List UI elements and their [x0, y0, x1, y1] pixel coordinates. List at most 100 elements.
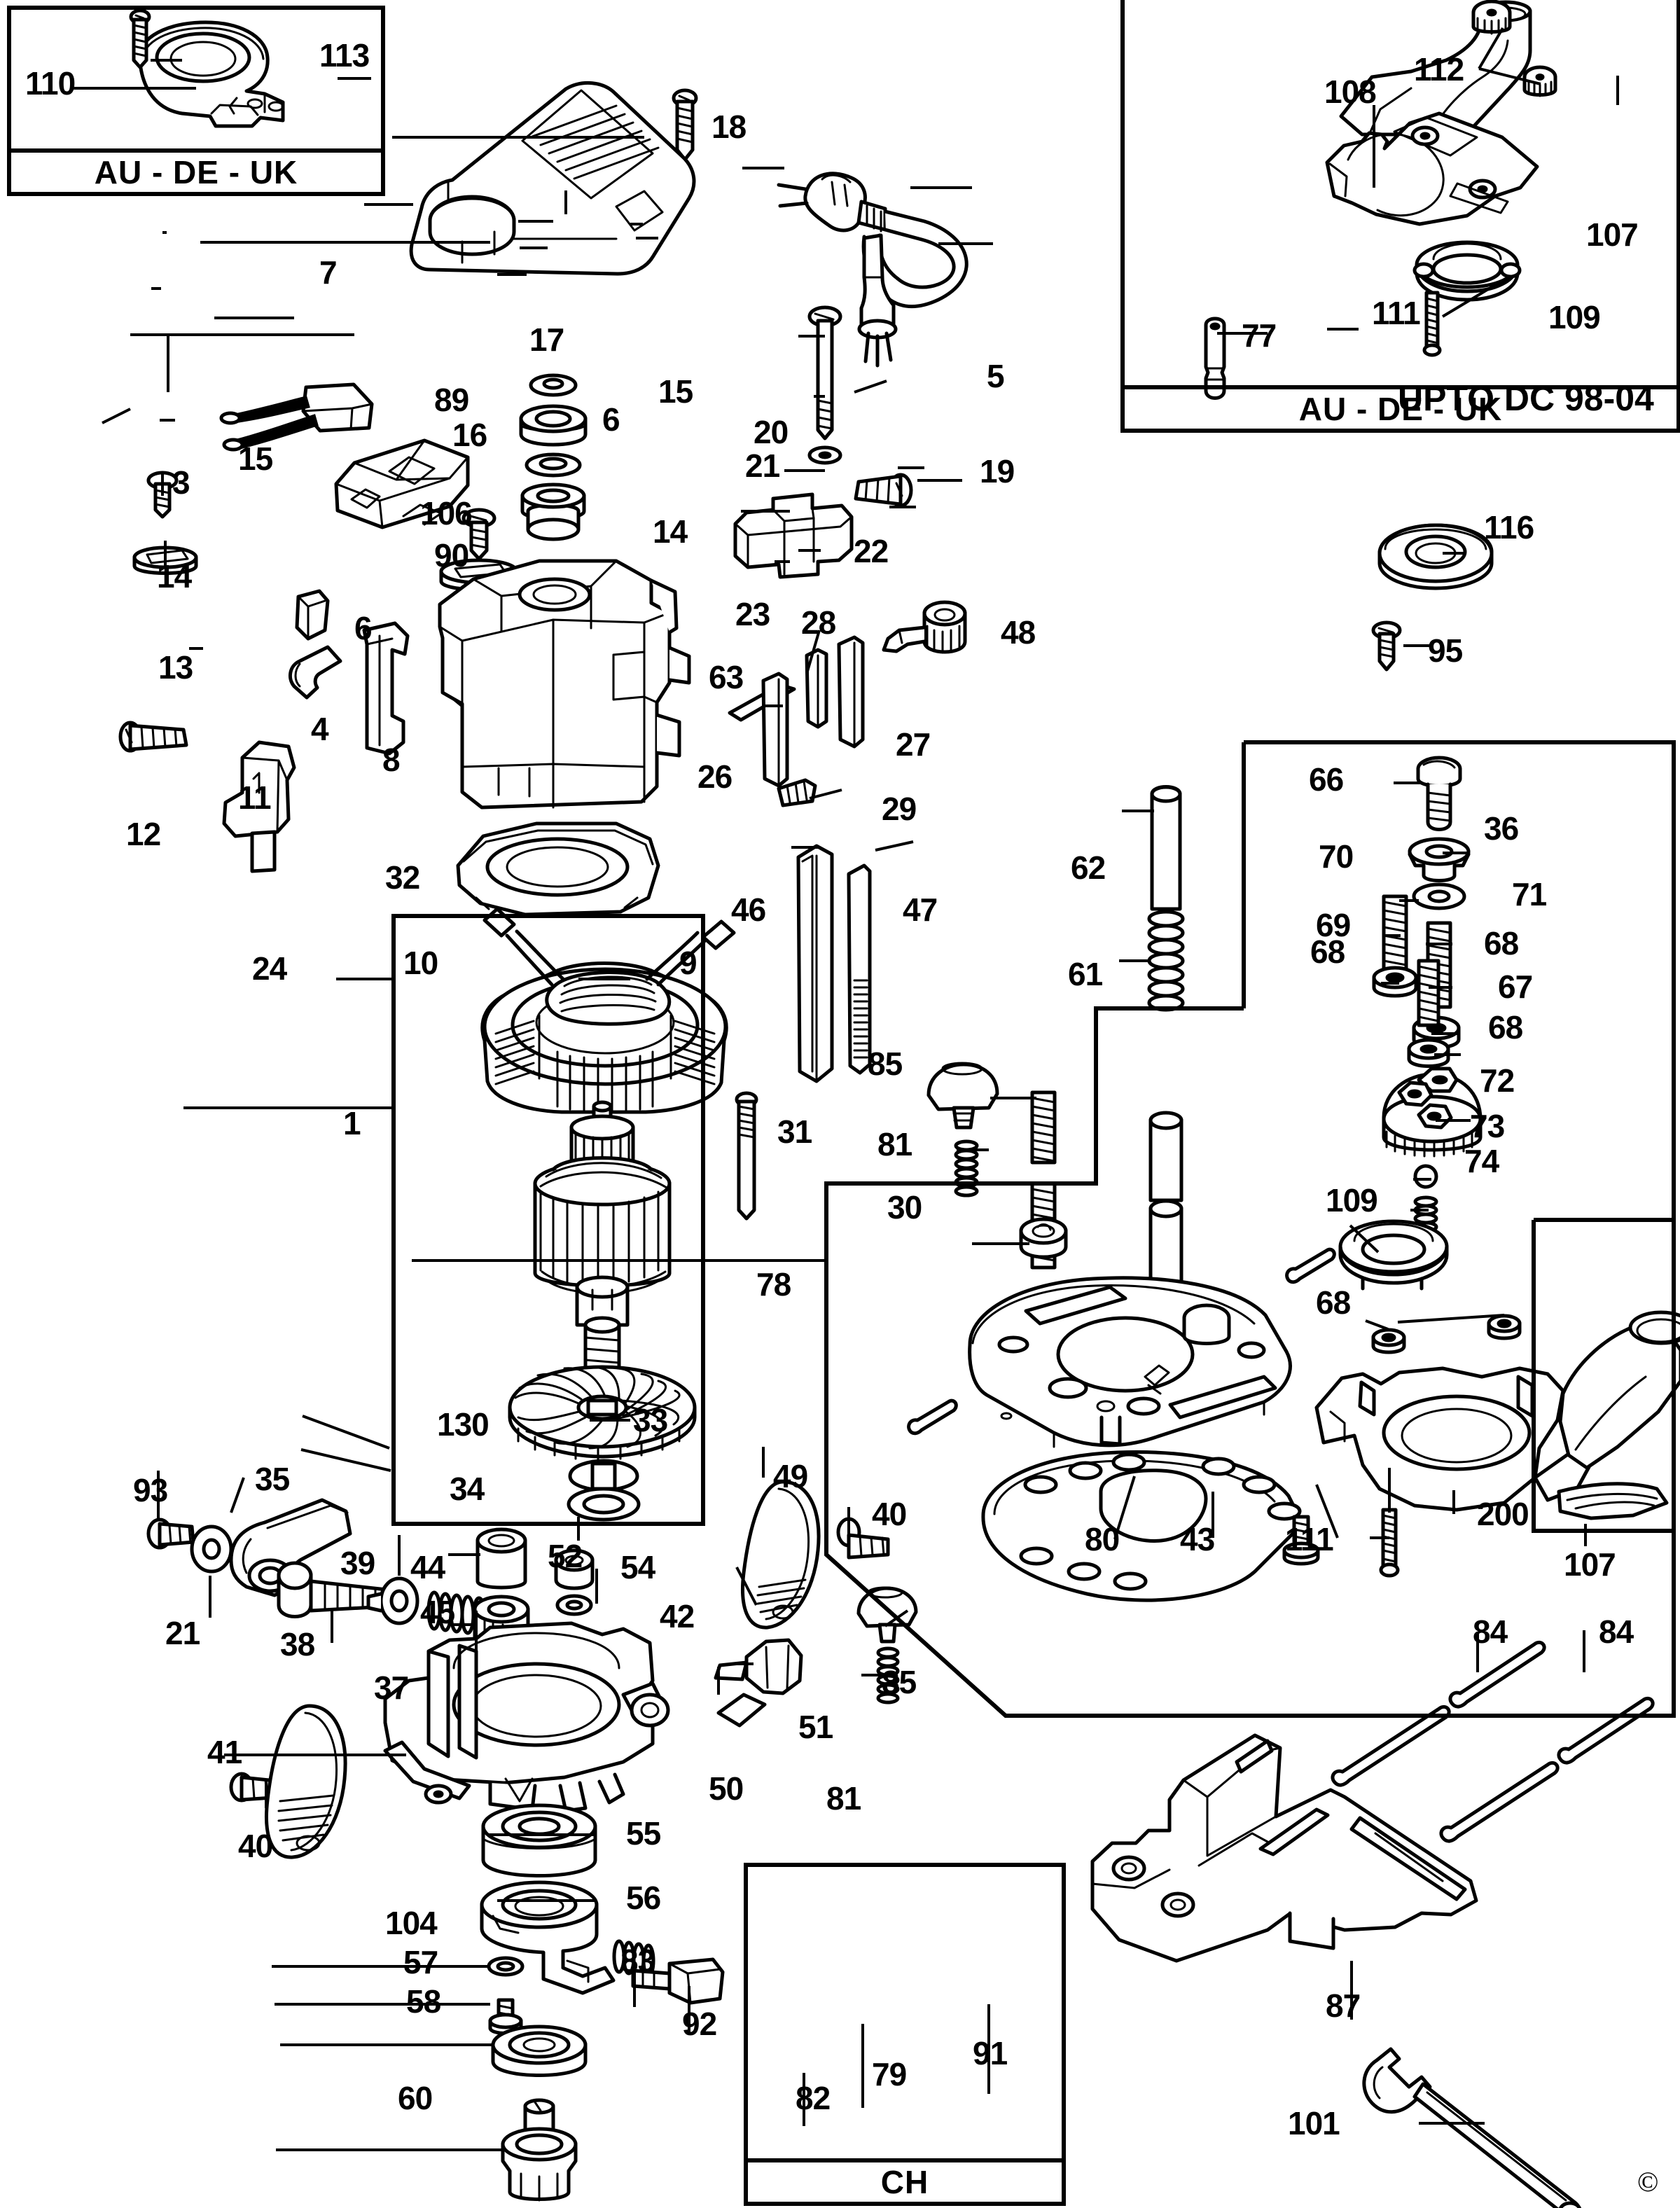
part-callout-130: 130: [437, 1406, 490, 1443]
part-callout-85: 85: [882, 1664, 917, 1700]
field-and-armature: [480, 907, 736, 1522]
part-callout-24: 24: [252, 950, 287, 987]
inset-left-caption: AU - DE - UK: [11, 148, 381, 192]
part-callout-39: 39: [340, 1545, 375, 1581]
part-callout-116: 116: [1484, 509, 1534, 546]
part-callout-37: 37: [374, 1669, 409, 1706]
knob-85: [926, 1062, 999, 1130]
part-callout-21: 21: [745, 447, 780, 484]
part-callout-29: 29: [882, 791, 917, 827]
part-callout-81: 81: [826, 1780, 861, 1817]
part-callout-36: 36: [1484, 810, 1519, 847]
adapter-ring-32: [456, 821, 660, 917]
part-callout-43: 43: [1180, 1521, 1215, 1557]
part-callout-69: 69: [1316, 907, 1351, 943]
part-callout-7: 7: [319, 254, 338, 291]
part-callout-28: 28: [801, 604, 836, 641]
part-callout-111: 111: [1285, 1521, 1334, 1557]
part-callout-38: 38: [280, 1626, 315, 1662]
part-callout-68: 68: [1484, 925, 1519, 961]
part-callout-18: 18: [711, 109, 747, 145]
part-callout-15: 15: [658, 373, 693, 410]
part-callout-58: 58: [406, 1983, 441, 2020]
dust-shroud-group: [1314, 1219, 1680, 1578]
brush-and-bearing-stack: [219, 373, 588, 541]
part-callout-34: 34: [450, 1471, 485, 1507]
part-callout-12: 12: [126, 816, 161, 852]
part-callout-108: 108: [1324, 74, 1377, 110]
part-callout-5: 5: [987, 358, 1005, 394]
part-callout-89: 89: [434, 382, 469, 418]
part-callout-70: 70: [1319, 838, 1354, 875]
accessory-group: [1090, 1640, 1655, 2208]
part-callout-46: 46: [731, 891, 766, 928]
group-frame-78-left: [824, 1233, 1057, 1718]
part-callout-16: 16: [452, 417, 487, 453]
group-frame-right-bottom: [1057, 1549, 1676, 1718]
part-callout-3: 3: [172, 464, 190, 501]
part-callout-82: 82: [796, 2080, 831, 2116]
nut-30: [1019, 1217, 1068, 1259]
inset-au-de-uk-left: AU - DE - UK: [7, 6, 385, 196]
template-guide-116: [1377, 523, 1494, 590]
part-callout-110: 110: [25, 65, 76, 102]
part-callout-14: 14: [653, 513, 688, 550]
part-callout-92: 92: [682, 2006, 717, 2042]
cable-assembly: [733, 172, 969, 579]
part-callout-84: 84: [1473, 1613, 1508, 1650]
part-callout-57: 57: [403, 1944, 438, 1980]
part-callout-19: 19: [980, 453, 1015, 489]
part-callout-109: 109: [1548, 299, 1601, 335]
part-callout-63: 63: [709, 659, 744, 695]
leader-lines: [74, 27, 1619, 2151]
part-callout-44: 44: [410, 1549, 445, 1585]
inset-ch: CH: [744, 1863, 1066, 2206]
part-callout-107: 107: [1586, 216, 1639, 253]
part-callout-55: 55: [626, 1815, 661, 1852]
part-callout-78: 78: [756, 1266, 791, 1303]
part-callout-101: 101: [1288, 2105, 1340, 2141]
part-callout-21: 21: [165, 1615, 200, 1651]
inset-au-de-uk-left-art: [129, 8, 285, 128]
part-callout-113: 113: [319, 37, 370, 74]
part-callout-4: 4: [311, 711, 329, 747]
part-callout-95: 95: [1428, 632, 1463, 669]
part-callout-50: 50: [709, 1770, 744, 1807]
part-callout-11: 11: [238, 779, 272, 816]
part-callout-60: 60: [398, 2080, 433, 2116]
part-callout-104: 104: [385, 1905, 438, 1941]
part-callout-10: 10: [403, 945, 438, 981]
part-callout-33: 33: [633, 1402, 668, 1438]
part-callout-56: 56: [626, 1880, 661, 1916]
group-frame-78-top: [824, 1006, 1244, 1233]
part-callout-109: 109: [1326, 1182, 1378, 1218]
part-callout-111: 111: [1372, 295, 1421, 331]
part-callout-106: 106: [420, 495, 473, 532]
part-callout-27: 27: [896, 726, 931, 763]
group-frame-1: [391, 914, 705, 1526]
part-callout-73: 73: [1470, 1108, 1505, 1144]
part-callout-20: 20: [754, 414, 789, 450]
base-plate-group: [907, 1247, 1336, 1602]
part-callout-62: 62: [1071, 849, 1106, 886]
part-callout-91: 91: [973, 2035, 1008, 2071]
part-callout-107: 107: [1564, 1546, 1616, 1583]
inset-ch-caption: CH: [748, 2158, 1062, 2202]
group-frame-107: [1532, 1218, 1674, 1533]
part-callout-81: 81: [877, 1126, 912, 1162]
part-callout-80: 80: [1085, 1521, 1120, 1557]
copyright-mark: ©: [1637, 2166, 1659, 2197]
part-callout-6: 6: [354, 610, 373, 646]
part-callout-72: 72: [1480, 1062, 1515, 1099]
part-callout-13: 13: [158, 649, 193, 686]
part-callout-85: 85: [868, 1046, 903, 1082]
part-callout-79: 79: [872, 2056, 907, 2092]
part-callout-74: 74: [1464, 1143, 1499, 1179]
part-callout-42: 42: [660, 1598, 695, 1634]
part-callout-49: 49: [773, 1458, 808, 1494]
part-callout-40: 40: [872, 1496, 907, 1532]
part-callout-77: 77: [1242, 317, 1277, 354]
